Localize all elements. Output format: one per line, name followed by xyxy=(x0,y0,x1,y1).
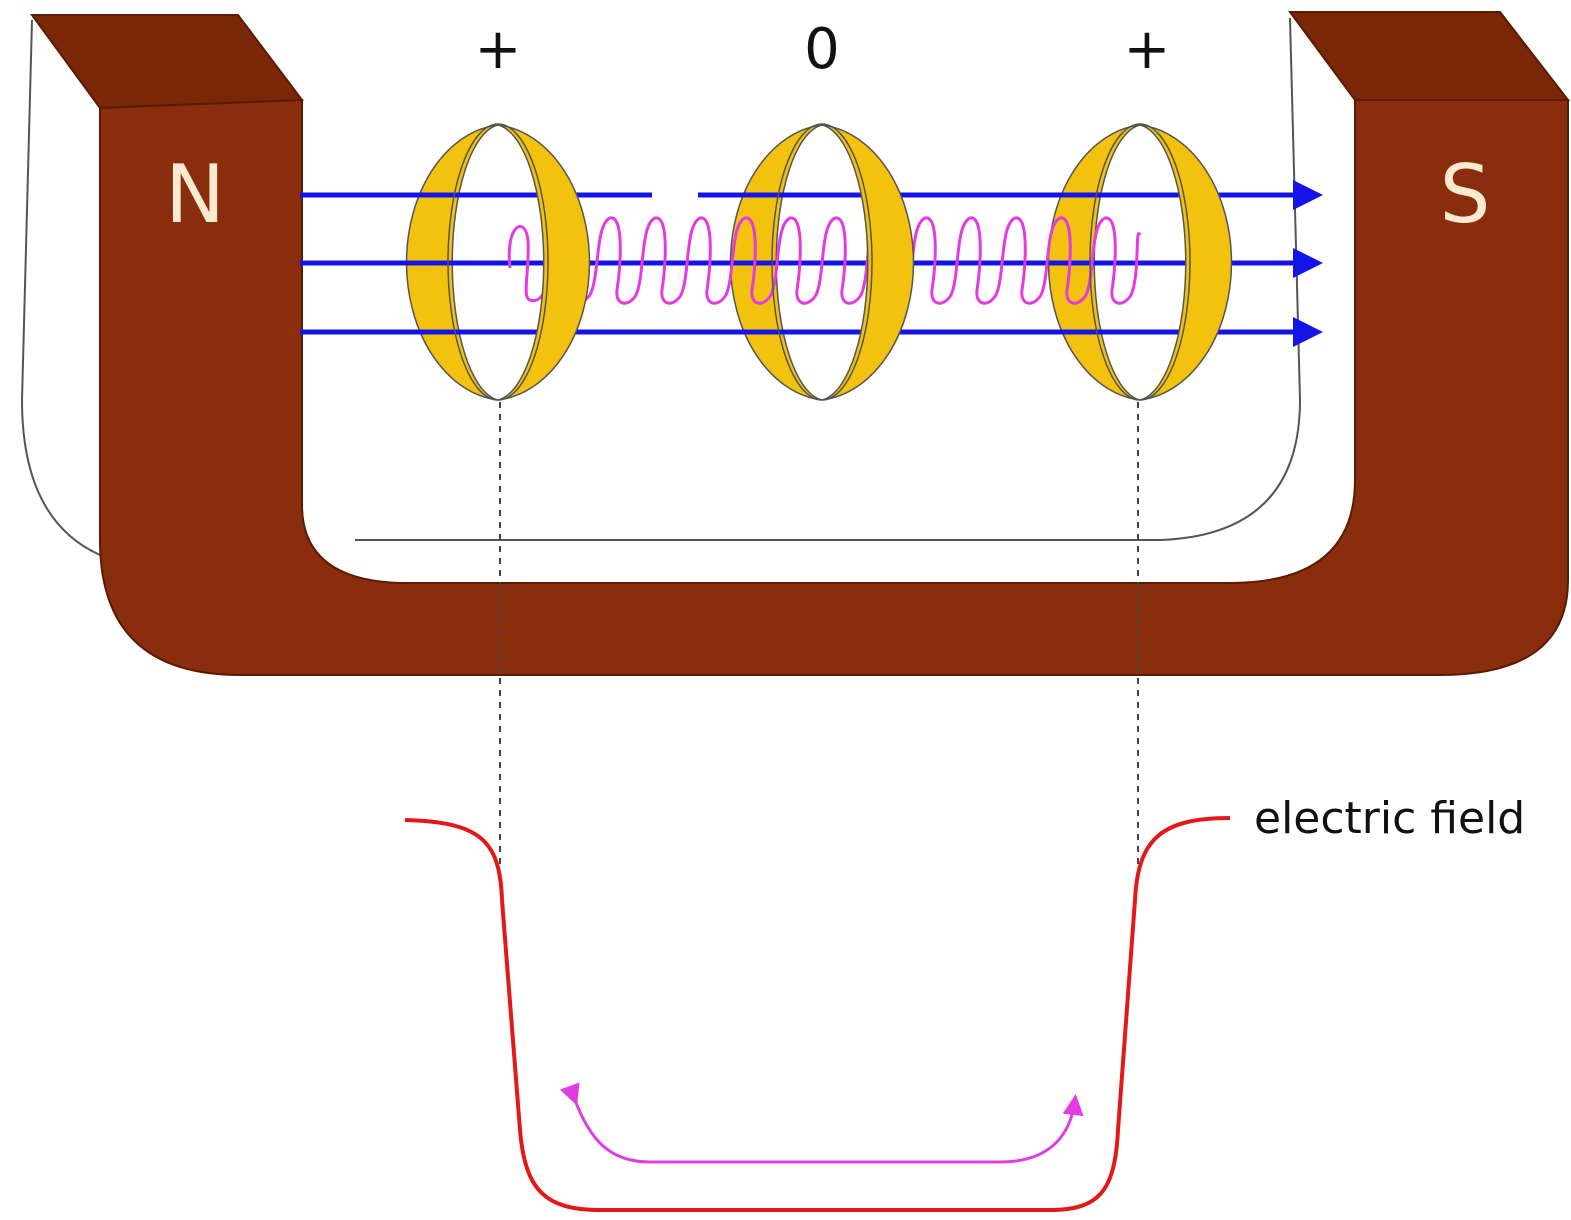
magnet-back-outline xyxy=(20,17,1302,556)
south-pole-label: S xyxy=(1440,148,1491,241)
bounce-arrow xyxy=(559,1082,1084,1164)
magnet-body xyxy=(99,98,1569,676)
electric-field-label: electric field xyxy=(1254,793,1525,844)
dashed-guide-lines xyxy=(499,402,1139,870)
magnet-top-face-right xyxy=(1288,11,1571,101)
current-ring-fronts xyxy=(447,123,1233,401)
north-pole-label: N xyxy=(165,148,225,241)
charge-label-middle: 0 xyxy=(804,17,840,82)
particle-helix xyxy=(507,216,1142,305)
charge-label-left: + xyxy=(475,17,522,82)
electric-field-curve xyxy=(404,816,1231,1212)
charge-label-right: + xyxy=(1124,17,1171,82)
magnet-top-face-left xyxy=(30,14,304,110)
